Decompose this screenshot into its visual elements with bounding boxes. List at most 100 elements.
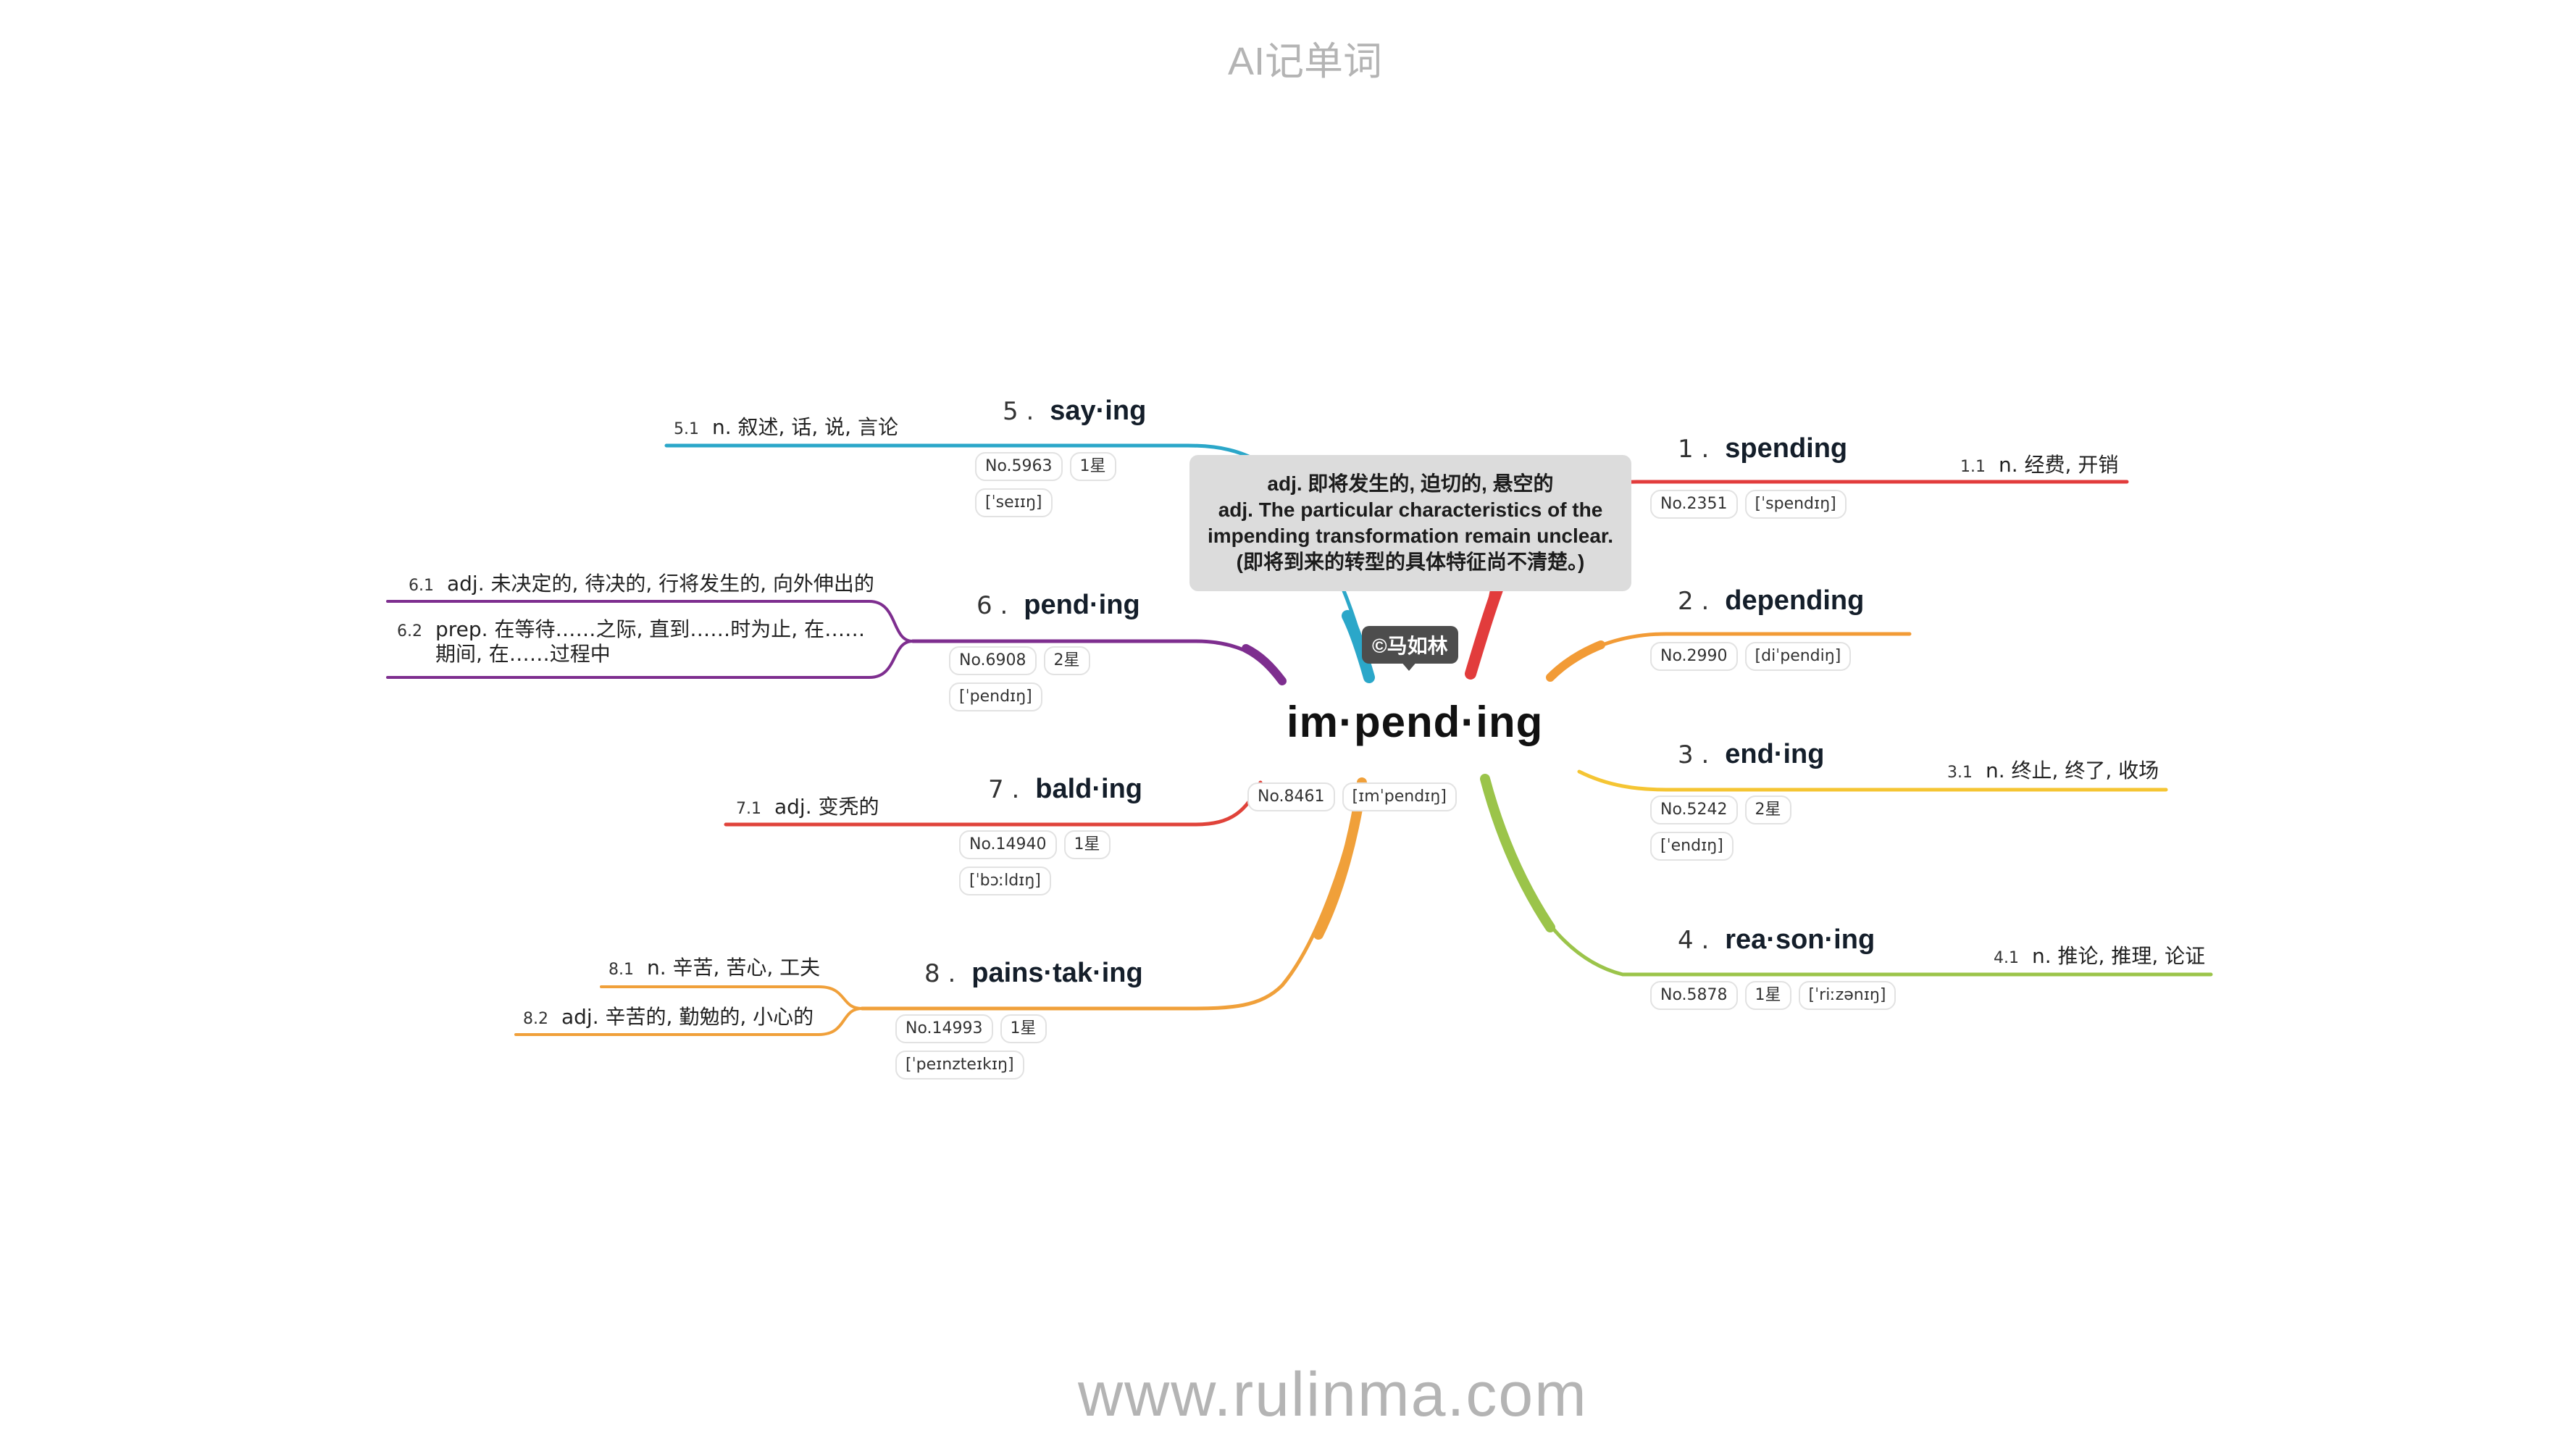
node-number: 1 . [1678,435,1710,464]
phonetic-tag: [ˈpeɪnzteɪkɪŋ] [895,1051,1024,1080]
meaning-text: adj. 变秃的 [774,795,879,819]
meaning-index: 8.2 [523,1010,548,1028]
meaning-index: 3.1 [1947,764,1973,782]
meaning-text: n. 终止, 终了, 收场 [1986,759,2159,782]
phonetic-tag: [ˈseɪɪŋ] [975,488,1053,517]
meaning-text: n. 辛苦, 苦心, 工夫 [647,956,821,980]
meaning-text: n. 经费, 开销 [1999,453,2119,477]
tooltip-example: adj. The particular characteristics of t… [1207,498,1614,573]
meaning-4-1: 4.1 n. 推论, 推理, 论证 [1994,940,2205,969]
tooltip-definition: adj. 即将发生的, 迫切的, 悬空的 [1267,472,1554,495]
branch-pending-6-1 [386,600,914,643]
tags-spending: No.2351 [ˈspendɪŋ] [1650,490,1847,519]
node-word: end·ing [1725,739,1825,769]
tags-depending: No.2990 [diˈpendiŋ] [1650,642,1852,671]
meaning-text: adj. 未决定的, 待决的, 行将发生的, 向外伸出的 [447,572,874,596]
tags-ending: No.5242 2星 [ˈendɪŋ] [1650,796,1824,861]
word-number-tag: No.5242 [1650,796,1738,824]
star-tag: 1星 [1069,452,1116,481]
page-title: AI记单词 [1228,40,1383,83]
word-number-tag: No.5963 [975,452,1063,481]
node-spending[interactable]: 1 . spending [1678,433,1847,464]
star-tag: 1星 [1744,981,1791,1010]
node-number: 4 . [1678,926,1710,955]
word-number-tag: No.5878 [1650,981,1738,1010]
node-reasoning[interactable]: 4 . rea·son·ing [1678,924,1875,956]
node-word: bald·ing [1035,774,1143,804]
node-word: pains·tak·ing [971,958,1143,988]
node-saying[interactable]: 5 . say·ing [1003,396,1146,427]
branch-ending [1577,769,2168,792]
meaning-index: 7.1 [736,800,761,818]
badge-pointer [1400,661,1418,671]
meaning-3-1: 3.1 n. 终止, 终了, 收场 [1947,755,2159,784]
node-number: 6 . [977,591,1008,620]
phonetic-tag: [ˈbɔːldɪŋ] [959,867,1051,895]
meaning-6-1: 6.1 adj. 未决定的, 待决的, 行将发生的, 向外伸出的 [409,568,874,597]
meaning-index: 5.1 [674,420,699,438]
meaning-6-2: 6.2 prep. 在等待……之际, 直到……时为止, 在……期间, 在……过程… [397,617,875,667]
node-word: rea·son·ing [1725,924,1875,955]
star-tag: 1星 [1000,1014,1047,1043]
footer-url: www.rulinma.com [1078,1360,1588,1429]
phonetic-tag: [ˈpendɪŋ] [949,682,1042,711]
phonetic-tag: [ˈriːzənɪŋ] [1798,981,1897,1010]
meaning-5-1: 5.1 n. 叙述, 话, 说, 言论 [674,412,898,440]
meaning-text: adj. 辛苦的, 勤勉的, 小心的 [561,1005,814,1029]
node-number: 3 . [1678,740,1710,769]
node-depending[interactable]: 2 . depending [1678,585,1864,617]
phonetic-tag: [ɪmˈpendɪŋ] [1342,782,1457,811]
tags-balding: No.14940 1星 [ˈbɔːldɪŋ] [959,830,1133,895]
center-tags: No.8461 [ɪmˈpendɪŋ] [1247,782,1457,811]
meaning-7-1: 7.1 adj. 变秃的 [736,791,879,820]
meaning-index: 4.1 [1994,949,2019,967]
meaning-8-1: 8.1 n. 辛苦, 苦心, 工夫 [609,952,820,981]
branch-depending-thick [1546,640,1605,682]
phonetic-tag: [diˈpendiŋ] [1744,642,1852,671]
meaning-text: n. 叙述, 话, 说, 言论 [712,415,898,439]
node-number: 2 . [1678,587,1710,616]
tags-pending: No.6908 2星 [ˈpendɪŋ] [949,646,1116,711]
meaning-text: prep. 在等待……之际, 直到……时为止, 在……期间, 在……过程中 [435,617,866,666]
meaning-8-2: 8.2 adj. 辛苦的, 勤勉的, 小心的 [523,1001,814,1030]
phonetic-tag: [ˈspendɪŋ] [1744,490,1847,519]
node-ending[interactable]: 3 . end·ing [1678,739,1824,770]
definition-tooltip: adj. 即将发生的, 迫切的, 悬空的 adj. The particular… [1189,455,1631,591]
node-pending[interactable]: 6 . pend·ing [977,590,1140,621]
word-number-tag: No.2351 [1650,490,1738,519]
branch-reasoning-thick [1480,774,1555,932]
star-tag: 2星 [1744,796,1791,824]
node-number: 5 . [1003,397,1034,426]
branch-painstaking-8-2 [514,1007,863,1036]
node-word: depending [1725,585,1865,616]
phonetic-tag: [ˈendɪŋ] [1650,832,1734,861]
tags-reasoning: No.5878 1星 [ˈriːzənɪŋ] [1650,981,1897,1010]
branch-painstaking-8-1 [600,985,863,1010]
meaning-index: 6.1 [409,577,434,595]
meaning-index: 1.1 [1960,458,1986,476]
branch-pending-thick [1242,644,1287,685]
node-word: pend·ing [1024,590,1140,620]
meaning-index: 8.1 [609,961,634,979]
branch-pending-6-2 [386,640,914,679]
center-word[interactable]: im·pend·ing [1287,698,1544,746]
node-word: spending [1725,433,1848,464]
node-painstaking[interactable]: 8 . pains·tak·ing [924,958,1143,989]
node-word: say·ing [1050,396,1147,426]
tags-painstaking: No.14993 1星 [ˈpeɪnzteɪkɪŋ] [895,1014,1084,1080]
star-tag: 1星 [1063,830,1111,859]
meaning-text: n. 推论, 推理, 论证 [2032,944,2206,968]
star-tag: 2星 [1043,646,1090,675]
word-number-tag: No.2990 [1650,642,1738,671]
copyright-badge: ©马如林 [1362,626,1458,664]
node-number: 8 . [924,959,956,988]
node-number: 7 . [988,775,1020,804]
node-balding[interactable]: 7 . bald·ing [988,774,1142,805]
word-number-tag: No.14993 [895,1014,993,1043]
word-number-tag: No.8461 [1247,782,1335,811]
tags-saying: No.5963 1星 [ˈseɪɪŋ] [975,452,1142,517]
meaning-1-1: 1.1 n. 经费, 开销 [1960,449,2118,478]
word-number-tag: No.14940 [959,830,1057,859]
word-number-tag: No.6908 [949,646,1037,675]
